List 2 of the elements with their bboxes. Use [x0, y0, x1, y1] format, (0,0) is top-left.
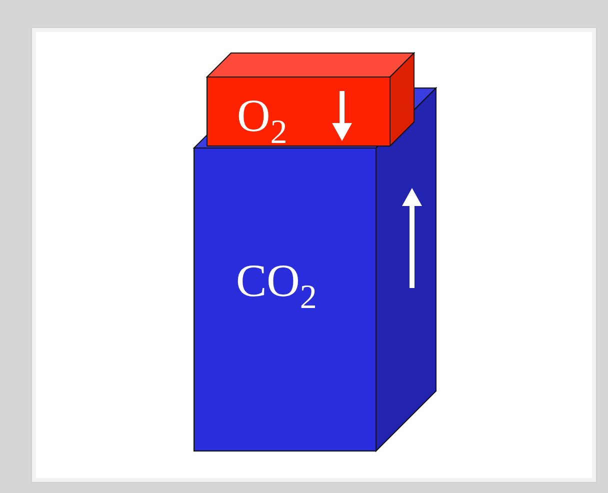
- gas-label: O$_{2}$: [237, 93, 288, 150]
- gas-label: CO$_{2}$: [236, 258, 317, 315]
